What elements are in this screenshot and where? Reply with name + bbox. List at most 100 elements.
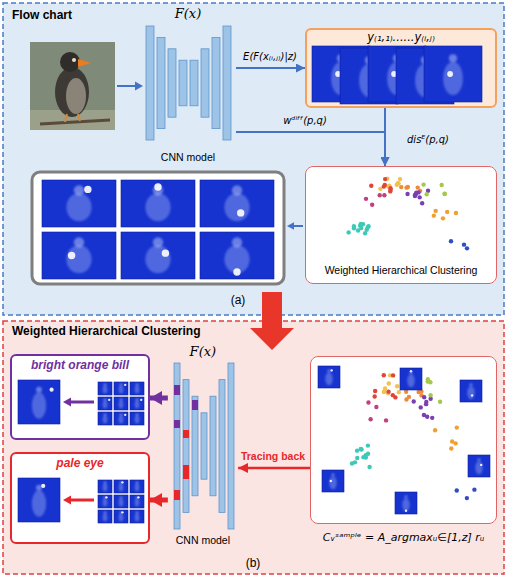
scatter-dot — [439, 183, 443, 187]
heatmap-body — [119, 514, 124, 522]
heatmap-ground — [130, 382, 144, 395]
heatmap-ground — [42, 180, 116, 227]
heatmap-ground — [424, 46, 482, 102]
bird-leg — [65, 114, 67, 122]
part-label: bright orange bill — [31, 358, 129, 372]
heatmap-spot — [330, 369, 332, 371]
scatter-dot — [438, 399, 442, 403]
cnn-layer — [210, 396, 216, 496]
channel-heatmap — [114, 412, 128, 425]
cnn-layer — [174, 363, 180, 529]
scatter-dot — [370, 202, 374, 206]
cnn-layer — [223, 26, 231, 140]
part-heatmap — [18, 380, 60, 424]
heatmap-ground — [18, 478, 60, 522]
part-heatmap — [121, 180, 195, 227]
panel-letter: (b) — [246, 556, 261, 570]
scatter-dot — [363, 231, 367, 235]
heatmap-spot — [84, 186, 91, 193]
channel-heatmap — [130, 495, 144, 508]
part-heatmap — [200, 232, 274, 279]
heatmap-head — [136, 398, 139, 401]
cluster-thumbnail — [400, 368, 422, 390]
part-arrow — [150, 396, 168, 401]
panel-title: Flow chart — [12, 8, 72, 22]
scatter-dot — [346, 230, 350, 234]
scatter-dot — [383, 177, 387, 181]
heatmap-body — [325, 372, 332, 385]
scatter-dot — [472, 487, 476, 491]
heatmap-body — [66, 193, 91, 221]
heatmap-head — [232, 185, 242, 195]
cnn-layer — [219, 380, 225, 513]
channel-heatmap — [114, 382, 128, 395]
result-arrow — [287, 222, 303, 230]
bird-photo — [30, 42, 115, 130]
arrow-head — [63, 398, 71, 407]
scatter-dot — [433, 428, 437, 432]
heatmap-spot — [105, 496, 107, 498]
bird-body — [55, 67, 89, 117]
scatter-dot — [419, 405, 423, 409]
heatmap-ground — [114, 382, 128, 395]
scatter-dot — [406, 185, 410, 189]
scatter-dot — [462, 242, 466, 246]
scatter-dot — [428, 393, 432, 397]
part-arrow-small — [63, 398, 94, 407]
cnn-model: F(x)CNN model — [140, 6, 236, 168]
scatter-dot — [382, 373, 386, 377]
result-box — [32, 172, 284, 284]
scatter-dot — [465, 246, 469, 250]
scatter-dot — [442, 192, 446, 196]
edge-label: Tracing back — [240, 450, 306, 463]
scatter-dot — [356, 228, 360, 232]
arrow-shaft — [71, 401, 94, 404]
heatmap-spot — [137, 496, 139, 498]
scatter-dot — [441, 216, 445, 220]
heatmap-spot — [124, 384, 126, 386]
heatmap-body — [103, 416, 108, 424]
heatmap-ground — [130, 412, 144, 425]
channel-heatmap — [98, 382, 112, 395]
scatter-dot — [373, 389, 377, 393]
heatmap-body — [135, 401, 140, 409]
scatter-dot — [465, 496, 469, 500]
heatmap-body — [135, 514, 140, 522]
heatmap-body — [103, 484, 108, 492]
heatmap-body — [135, 499, 140, 507]
scatter-dot — [364, 453, 368, 457]
panel-ground — [3, 321, 504, 574]
heatmap-head — [331, 473, 334, 476]
scatter-dot — [399, 185, 403, 189]
scatter-dot — [425, 414, 429, 418]
scatter-dot — [364, 197, 368, 201]
arrow-head — [135, 82, 143, 91]
scatter-dot — [350, 461, 354, 465]
heatmap-head — [136, 413, 139, 416]
scatter-dot — [387, 381, 391, 385]
heatmap-ground — [98, 397, 112, 410]
cnn-layer — [201, 413, 207, 479]
heatmap-ground — [318, 366, 340, 388]
channel-heatmap — [130, 382, 144, 395]
channel-heatmap — [98, 510, 112, 523]
cnn-layer — [212, 37, 220, 128]
scatter-dot — [367, 465, 371, 469]
scatter-dot — [449, 446, 453, 450]
feature-map — [424, 46, 482, 102]
bird-bill — [78, 59, 91, 67]
heatmap-body — [443, 62, 463, 96]
heatmap-spot — [471, 394, 473, 396]
bird-eye — [72, 58, 76, 62]
heatmap-body — [135, 416, 140, 424]
heatmap-ground — [130, 480, 144, 493]
heatmap-body — [119, 386, 124, 394]
cnn-layer — [201, 49, 209, 117]
box-fill — [305, 28, 497, 108]
function-label: F(x) — [190, 344, 217, 360]
branch — [40, 120, 110, 124]
scatter-dot — [421, 182, 425, 186]
clustering-box: Weighted Hierarchical Clustering — [305, 166, 497, 284]
scatter-dot — [407, 395, 411, 399]
heatmap-spot — [121, 511, 123, 513]
